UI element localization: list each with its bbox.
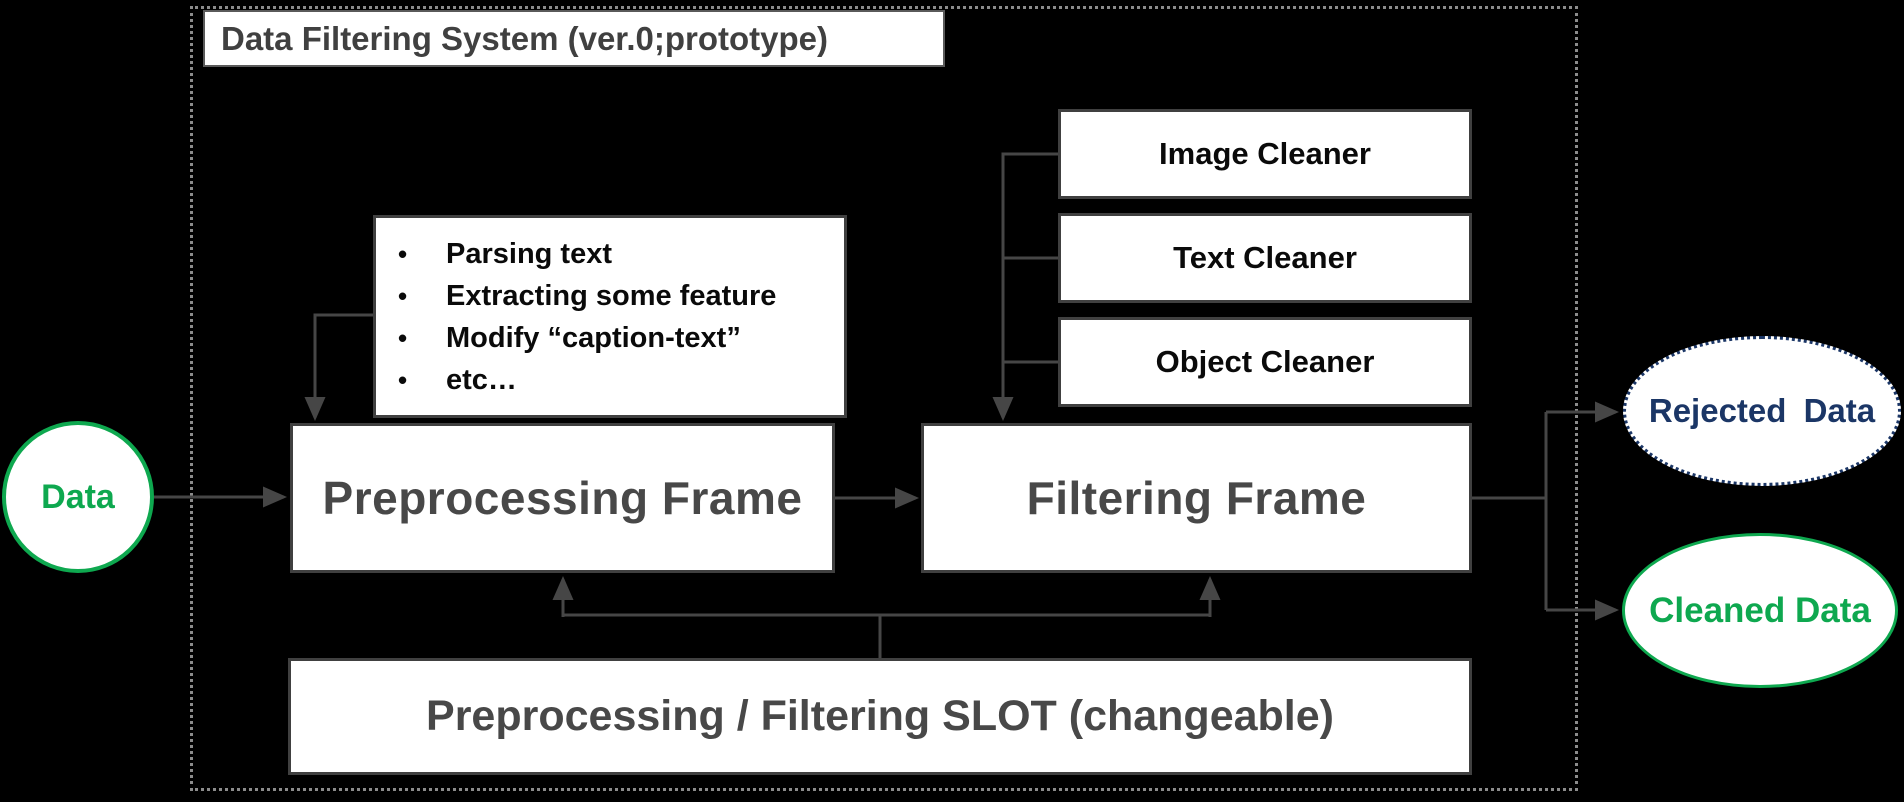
text-cleaner-node: Text Cleaner	[1058, 213, 1472, 303]
cleaned-data-label: Cleaned Data	[1649, 590, 1871, 630]
cleaned-data-node: Cleaned Data	[1622, 533, 1898, 688]
bullet-icon: •	[398, 364, 408, 395]
data-node-label: Data	[41, 477, 115, 516]
object-cleaner-node: Object Cleaner	[1058, 317, 1472, 407]
arrow-cleaners-to-filtering	[992, 152, 1058, 421]
note-item: • etc…	[398, 359, 517, 401]
bullet-icon: •	[398, 280, 408, 311]
filtering-frame-label: Filtering Frame	[1026, 472, 1367, 524]
text-cleaner-label: Text Cleaner	[1173, 240, 1357, 275]
filtering-frame-node: Filtering Frame	[921, 423, 1472, 573]
note-text: Extracting some feature	[446, 279, 777, 312]
preprocessing-frame-label: Preprocessing Frame	[322, 472, 803, 524]
preprocessing-notes: • Parsing text • Extracting some feature…	[373, 215, 847, 418]
image-cleaner-label: Image Cleaner	[1159, 136, 1371, 171]
arrow-notes-to-preprocessing	[304, 313, 373, 421]
note-text: etc…	[446, 363, 517, 396]
bullet-icon: •	[398, 322, 408, 353]
system-boundary	[190, 6, 1578, 791]
note-item: • Parsing text	[398, 233, 612, 275]
rejected-data-node: Rejected Data	[1623, 336, 1901, 486]
object-cleaner-label: Object Cleaner	[1155, 344, 1375, 379]
preprocessing-frame-node: Preprocessing Frame	[290, 423, 835, 573]
rejected-data-label: Rejected Data	[1648, 392, 1876, 429]
system-title-label: Data Filtering System (ver.0;prototype)	[221, 19, 828, 57]
image-cleaner-node: Image Cleaner	[1058, 109, 1472, 199]
note-text: Modify “caption-text”	[446, 321, 741, 354]
note-item: • Extracting some feature	[398, 275, 776, 317]
note-text: Parsing text	[446, 237, 612, 270]
bullet-icon: •	[398, 238, 408, 269]
data-node: Data	[2, 421, 154, 573]
slot-node: Preprocessing / Filtering SLOT (changeab…	[288, 658, 1472, 775]
slot-label: Preprocessing / Filtering SLOT (changeab…	[426, 692, 1334, 740]
system-title: Data Filtering System (ver.0;prototype)	[203, 10, 945, 67]
note-item: • Modify “caption-text”	[398, 317, 741, 359]
